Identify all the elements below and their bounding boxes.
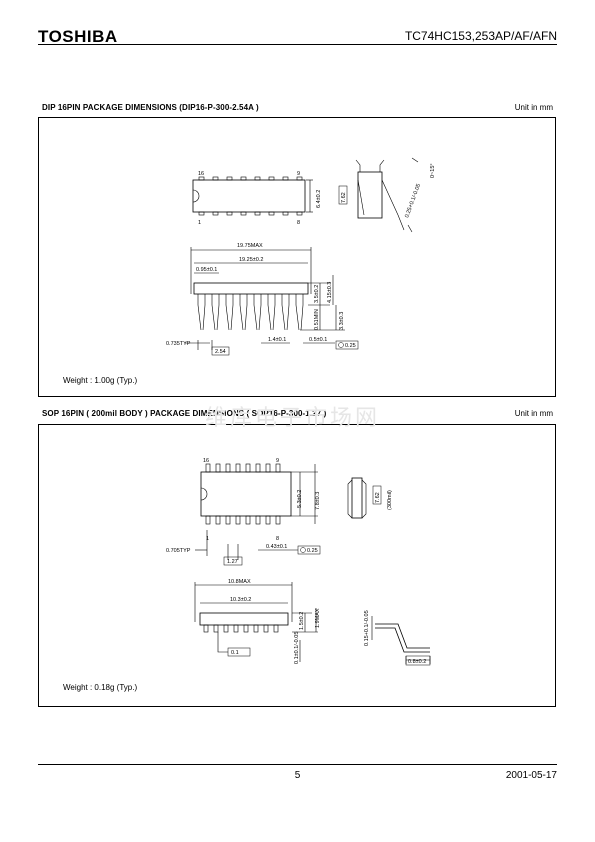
sop-length-max-label: 10.8MAX bbox=[228, 579, 251, 585]
sop-lead-typ-label: 0.705TYP bbox=[166, 548, 191, 554]
sop-lead-width-label: 0.43±0.1 bbox=[266, 544, 287, 550]
dip-pitch-label: 2.54 bbox=[215, 349, 226, 355]
footer-rule bbox=[38, 764, 557, 765]
dip-unit-label: Unit in mm bbox=[514, 103, 553, 112]
dip-tolerance-label: 0.25 bbox=[345, 343, 356, 349]
sop-unit-label: Unit in mm bbox=[514, 409, 553, 418]
toshiba-logo: TOSHIBA bbox=[38, 27, 118, 46]
dip-weight: Weight : 1.00g (Typ.) bbox=[63, 376, 138, 385]
sop-height1-label: 1.5±0.2 bbox=[299, 612, 305, 630]
sop-pin9-label: 9 bbox=[276, 458, 279, 464]
dip-end-label: 0.95±0.1 bbox=[196, 267, 217, 273]
sop-pin16-label: 16 bbox=[203, 458, 209, 464]
sop-weight: Weight : 0.18g (Typ.) bbox=[63, 683, 138, 692]
dip-length-label: 19.25±0.2 bbox=[239, 257, 263, 263]
watermark-text: 维库电子市场网 bbox=[205, 406, 381, 431]
dip-pin16-label: 16 bbox=[198, 171, 204, 177]
sop-standoff-label: 0.1±0.1/-0.05 bbox=[294, 632, 300, 664]
dip-lead-thickness-label: 0.25+0.1/-0.05 bbox=[404, 183, 422, 219]
sop-length-label: 10.3±0.2 bbox=[230, 597, 251, 603]
sop-front-view: 10.8MAX 10.3±0.2 1.5±0.2 1.9MAX 0.1 0.1±… bbox=[194, 579, 321, 664]
dip-pin-width-label: 0.5±0.1 bbox=[309, 337, 327, 343]
dip-lead-typ-label: 0.735TYP bbox=[166, 341, 191, 347]
dip-top-view: 16 9 1 8 6.4±0.2 bbox=[192, 171, 322, 226]
sop-drawing-box: Weight : 0.18g (Typ.) bbox=[38, 424, 556, 707]
sop-lead-thickness-label: 0.15+0.1/-0.05 bbox=[364, 610, 370, 646]
dip-height2-label: 4.15±0.3 bbox=[327, 282, 333, 303]
sop-pin8-label: 8 bbox=[276, 536, 279, 542]
footer-date: 2001-05-17 bbox=[505, 770, 557, 781]
sop-flatness-label: 0.1 bbox=[231, 650, 239, 656]
dip-drawing-box: Weight : 1.00g (Typ.) bbox=[38, 117, 556, 397]
dip-angle-label: 0~15° bbox=[430, 163, 436, 178]
sop-section-title: SOP 16PIN ( 200mil BODY ) PACKAGE DIMENS… bbox=[42, 409, 327, 418]
part-number: TC74HC153,253AP/AF/AFN bbox=[404, 29, 557, 43]
sop-mil-label: (300mil) bbox=[387, 490, 393, 510]
dip-section-title: DIP 16PIN PACKAGE DIMENSIONS (DIP16-P-30… bbox=[42, 103, 259, 112]
sop-foot-length-label: 0.8±0.2 bbox=[408, 659, 426, 665]
sop-height-max-label: 1.9MAX bbox=[315, 608, 321, 628]
sop-lead-detail: 0.15+0.1/-0.05 0.8±0.2 bbox=[364, 610, 431, 666]
dip-front-view: 19.75MAX 19.25±0.2 0.95±0.1 3.5±0.2 4.15… bbox=[166, 243, 359, 356]
sop-end-view: 7.62 (300mil) bbox=[347, 477, 393, 519]
dip-width-label: 6.4±0.2 bbox=[316, 190, 322, 208]
dip-length-max-label: 19.75MAX bbox=[237, 243, 263, 249]
sop-pitch-label: 1.27 bbox=[227, 559, 238, 565]
page-number: 5 bbox=[294, 770, 301, 781]
sop-row-spacing-label: 7.62 bbox=[375, 492, 381, 503]
dip-pin8-label: 8 bbox=[297, 220, 300, 226]
sop-total-width-label: 7.8±0.3 bbox=[315, 492, 321, 510]
dip-height1-label: 3.5±0.2 bbox=[314, 285, 320, 303]
dip-end-view: 7.62 0~15° 0.25+0.1/-0.05 bbox=[338, 157, 436, 233]
header-rule bbox=[38, 44, 557, 45]
dip-pin9-label: 9 bbox=[297, 171, 300, 177]
dip-pin1-label: 1 bbox=[198, 220, 201, 226]
dip-row-spacing-label: 7.62 bbox=[341, 192, 347, 203]
sop-pin1-label: 1 bbox=[206, 536, 209, 542]
sop-tolerance-label: 0.25 bbox=[307, 548, 318, 554]
dip-standoff-label: 0.51MIN bbox=[314, 309, 320, 330]
dip-lead-width-label: 1.4±0.1 bbox=[268, 337, 286, 343]
dip-lead-length-label: 3.3±0.3 bbox=[339, 312, 345, 330]
sop-body-width-label: 5.3±0.2 bbox=[297, 490, 303, 508]
sop-top-view: 5.3±0.2 7.8±0.3 16 9 1 8 0.705TYP 1.27 0… bbox=[166, 458, 321, 566]
